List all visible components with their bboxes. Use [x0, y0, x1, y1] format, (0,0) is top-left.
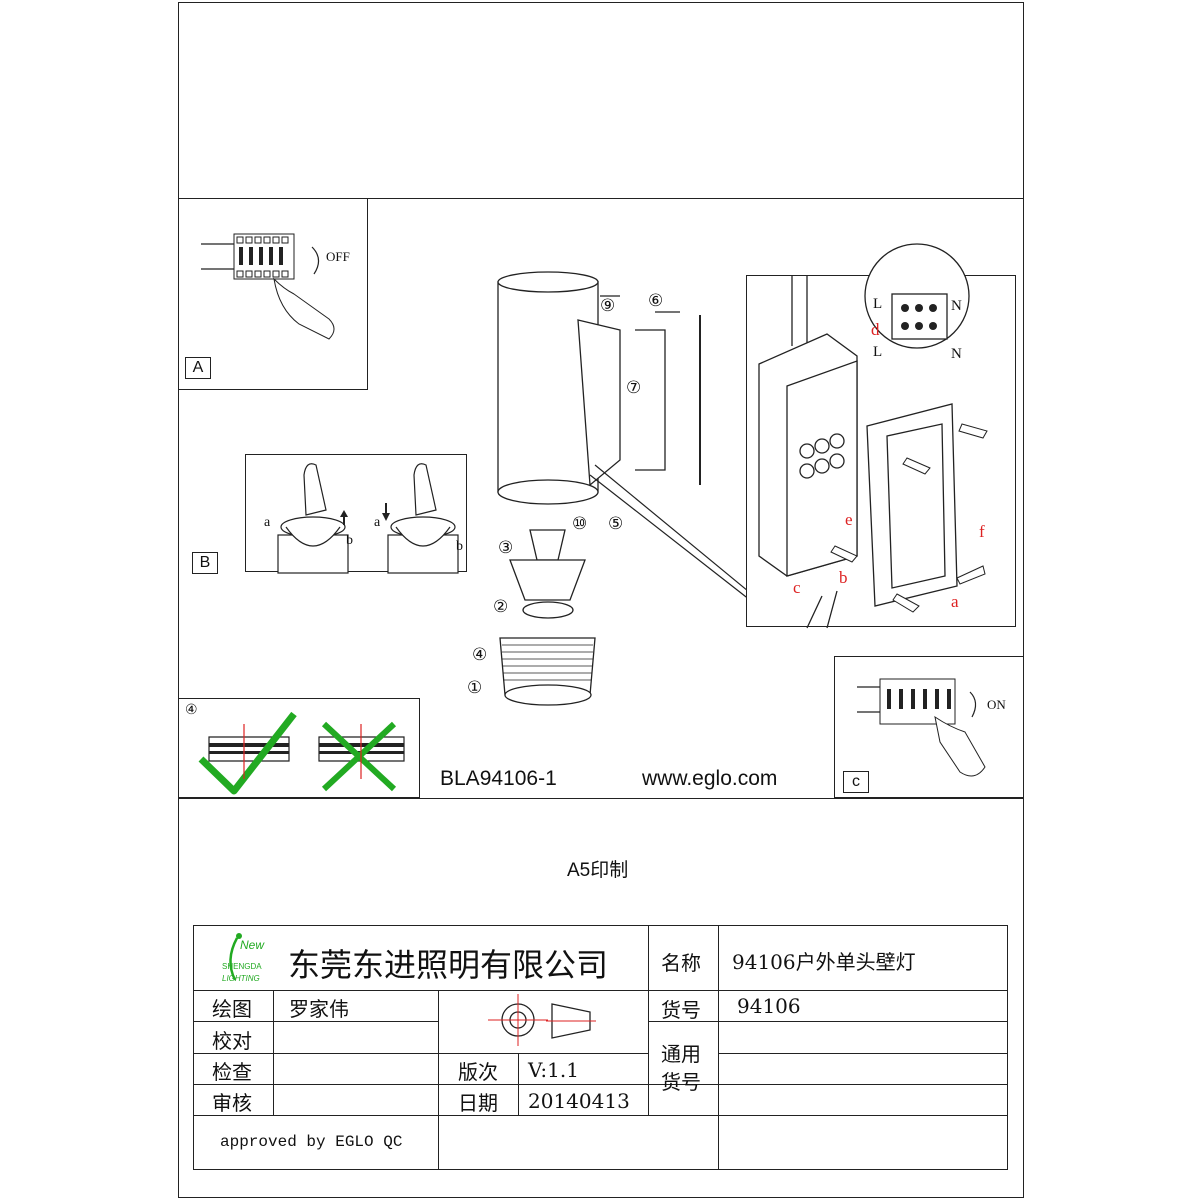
- junction-box-illustration: [758, 243, 988, 629]
- page-frame: [178, 2, 1024, 1198]
- step-2: ②: [493, 597, 509, 616]
- step-4: ④: [472, 645, 488, 664]
- row-drawing-label: 绘图: [212, 997, 252, 1021]
- letter-f: f: [979, 522, 985, 541]
- mark-b: b: [346, 533, 353, 548]
- row-drawing-value: 罗家伟: [289, 997, 349, 1021]
- wire-label-n-bottom: N: [951, 346, 962, 362]
- logo-lighting: LIGHTING: [222, 974, 260, 983]
- breaker-off-illustration: [201, 233, 335, 340]
- website-link[interactable]: www.eglo.com: [642, 767, 778, 790]
- row-proof-label: 校对: [212, 1029, 252, 1053]
- letter-b: b: [839, 568, 848, 587]
- step-6: ⑥: [648, 291, 664, 310]
- gasket-check-illustration: [198, 711, 405, 795]
- approved-note: approved by EGLO QC: [220, 1133, 403, 1151]
- wire-label-l-top: L: [873, 296, 883, 312]
- row-check-label: 检查: [212, 1060, 252, 1084]
- step-1: ①: [467, 678, 483, 697]
- exploded-lamp-illustration: [497, 271, 766, 706]
- mark-b-2: b: [456, 539, 463, 554]
- logo-new: New: [240, 938, 265, 952]
- panel-label-a: A: [185, 357, 211, 379]
- letter-a: a: [951, 592, 959, 611]
- letter-e: e: [845, 510, 853, 529]
- step-7: ⑦: [626, 378, 642, 397]
- on-text: ON: [987, 697, 1006, 712]
- panel-b: a b a b: [245, 454, 467, 574]
- company-name: 东莞东进照明有限公司: [288, 946, 609, 984]
- panel-label-b: B: [192, 552, 218, 574]
- item-value: 94106: [737, 994, 801, 1018]
- wire-label-n-top: N: [951, 298, 962, 314]
- step-5: ⑤: [608, 514, 624, 533]
- step-10: ⑩: [572, 514, 588, 533]
- name-label: 名称: [661, 951, 701, 975]
- date-label: 日期: [458, 1091, 498, 1115]
- print-note: A5印制: [567, 860, 629, 881]
- letter-d: d: [871, 320, 880, 339]
- version-label: 版次: [458, 1060, 498, 1084]
- wiring-panel: L N L N d e f b c a: [746, 243, 1016, 629]
- bulb-removal-illustration: [277, 463, 459, 574]
- panel-4: ④: [178, 698, 420, 798]
- company-logo: [229, 933, 242, 981]
- breaker-on-illustration: [857, 678, 986, 777]
- panel-label-4: ④: [185, 701, 198, 717]
- general-label-2: 货号: [661, 1070, 701, 1094]
- logo-shengda: SHENGDA: [222, 962, 262, 971]
- panel-c: ON c: [834, 656, 1024, 798]
- step-9: ⑨: [600, 296, 616, 315]
- top-divider: [178, 198, 1024, 199]
- model-code: BLA94106-1: [440, 767, 557, 790]
- projection-symbol: [488, 994, 596, 1046]
- mark-a-2: a: [374, 515, 381, 530]
- panel-label-c: c: [843, 771, 869, 793]
- date-value: 20140413: [528, 1089, 630, 1113]
- row-review-label: 审核: [212, 1091, 252, 1115]
- step-3: ③: [498, 538, 514, 557]
- bottom-divider: [178, 798, 1024, 799]
- panel-a: OFF A: [178, 198, 368, 390]
- off-text: OFF: [326, 249, 350, 264]
- wire-label-l-bottom: L: [873, 344, 883, 360]
- title-block: [193, 925, 1008, 1170]
- version-value: V:1.1: [528, 1058, 579, 1082]
- name-value: 94106户外单头壁灯: [732, 950, 916, 974]
- item-label: 货号: [661, 998, 701, 1022]
- mark-a: a: [264, 515, 271, 530]
- general-label-1: 通用: [661, 1042, 701, 1066]
- letter-c: c: [793, 578, 801, 597]
